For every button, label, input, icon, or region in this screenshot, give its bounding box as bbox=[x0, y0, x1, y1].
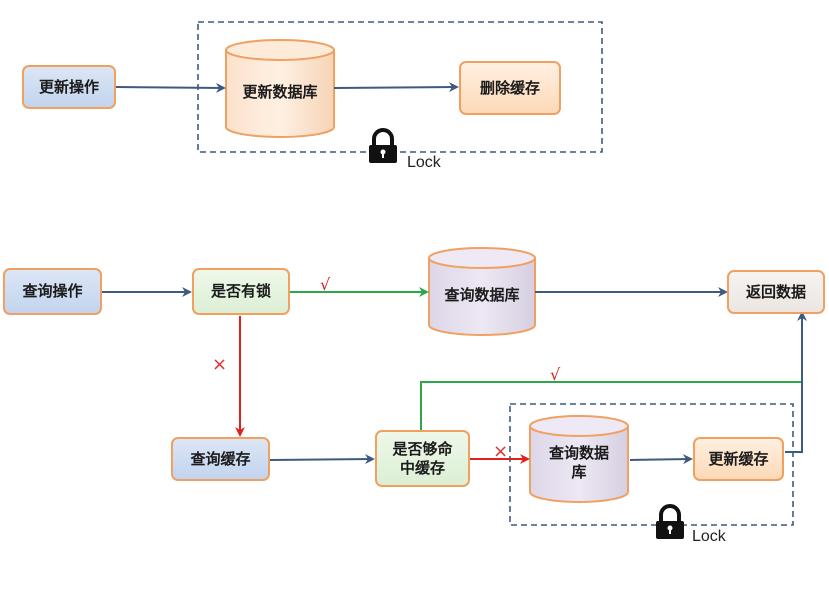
lock-icon bbox=[369, 128, 397, 163]
update-cache-node: 更新缓存 bbox=[693, 437, 784, 481]
locked-query-db-cylinder bbox=[529, 415, 629, 503]
query-operation-node: 查询操作 bbox=[3, 268, 102, 315]
arrow-update-to-db bbox=[115, 82, 226, 93]
locked-query-db-label: 查询数据 库 bbox=[530, 438, 628, 488]
delete-cache-node: 删除缓存 bbox=[459, 61, 561, 115]
locked-db-line1: 查询数据 bbox=[548, 443, 609, 462]
lock-icon bbox=[656, 504, 684, 539]
arrow-cache-to-hit bbox=[269, 454, 375, 465]
update-db-label: 更新数据库 bbox=[242, 83, 318, 102]
bottom-lock-label: Lock bbox=[692, 528, 726, 545]
cache-hit-decision: 是否够命 中缓存 bbox=[375, 430, 470, 487]
query-db-cylinder bbox=[428, 247, 536, 336]
query-cache-node: 查询缓存 bbox=[171, 437, 270, 481]
yes-mark-has-lock: √ bbox=[320, 275, 331, 294]
arrow-updatecache-to-return bbox=[785, 311, 807, 453]
yes-mark-cache-hit: √ bbox=[550, 365, 561, 384]
cache-hit-line1: 是否够命 bbox=[392, 439, 453, 458]
arrow-hit-yes-path bbox=[420, 381, 802, 430]
top-lock-label: Lock bbox=[407, 154, 441, 171]
cache-hit-line2: 中缓存 bbox=[399, 458, 445, 477]
arrow-db-to-updatecache bbox=[629, 454, 693, 465]
locked-db-line2: 库 bbox=[571, 463, 587, 481]
top-db-cylinder bbox=[225, 39, 335, 138]
no-mark-cache-hit: × bbox=[493, 441, 509, 462]
bottom-lock-region bbox=[509, 403, 794, 526]
query-db-label: 查询数据库 bbox=[444, 286, 520, 305]
has-lock-decision: 是否有锁 bbox=[192, 268, 290, 315]
update-operation-node: 更新操作 bbox=[22, 65, 116, 109]
return-data-node: 返回数据 bbox=[727, 270, 825, 314]
no-mark-has-lock: × bbox=[212, 354, 228, 375]
arrow-db-to-delete bbox=[333, 82, 459, 93]
